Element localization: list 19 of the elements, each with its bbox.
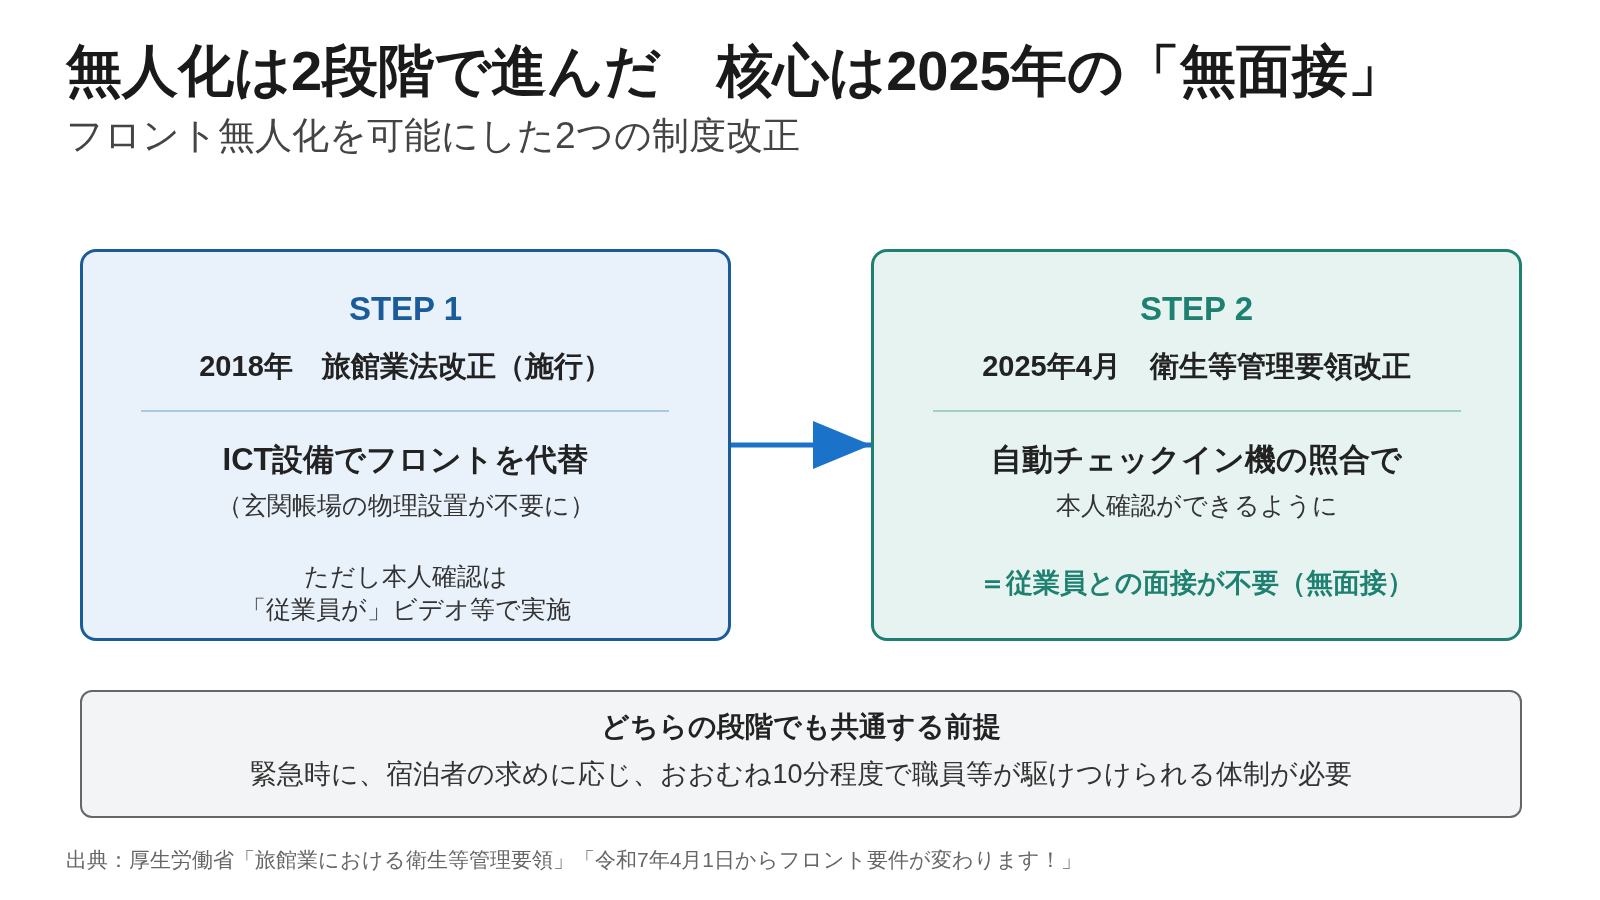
title: 無人化は2段階で進んだ 核心は2025年の「無面接」: [66, 38, 1404, 104]
main-point: ICT設備でフロントを代替: [222, 441, 589, 479]
source-note: 出典：厚生労働省「旅館業における衛生等管理要領」「令和7年4月1日からフロント要件が変わります！」: [66, 847, 1083, 873]
heading: どちらの段階でも共通する前提: [601, 710, 1001, 744]
note-text: ただし本人確認は「従業員が」ビデオ等で実施: [240, 561, 571, 625]
body-text: 緊急時に、宿泊者の求めに応じ、おおむね10分程度で職員等が駆けつけられる体制が必要: [250, 757, 1352, 791]
step-box: [871, 249, 1522, 641]
arrow: [731, 421, 871, 469]
step-box: [80, 249, 731, 641]
heading: 2025年4月 衛生等管理要領改正: [982, 349, 1411, 384]
heading: 2018年 旅館業法改正（施行）: [199, 349, 612, 384]
note-box: [80, 690, 1522, 818]
sub-point: 本人確認ができるように: [1055, 489, 1338, 521]
sub-point: （玄関帳場の物理設置が不要に）: [216, 489, 595, 521]
main-point: 自動チェックイン機の照合で: [991, 441, 1402, 479]
step-label: STEP 1: [348, 288, 463, 329]
step-label: STEP 2: [1139, 288, 1254, 329]
conclusion-text: ＝従業員との面接が不要（無面接）: [979, 566, 1414, 600]
subtitle: フロント無人化を可能にした2つの制度改正: [66, 114, 800, 158]
